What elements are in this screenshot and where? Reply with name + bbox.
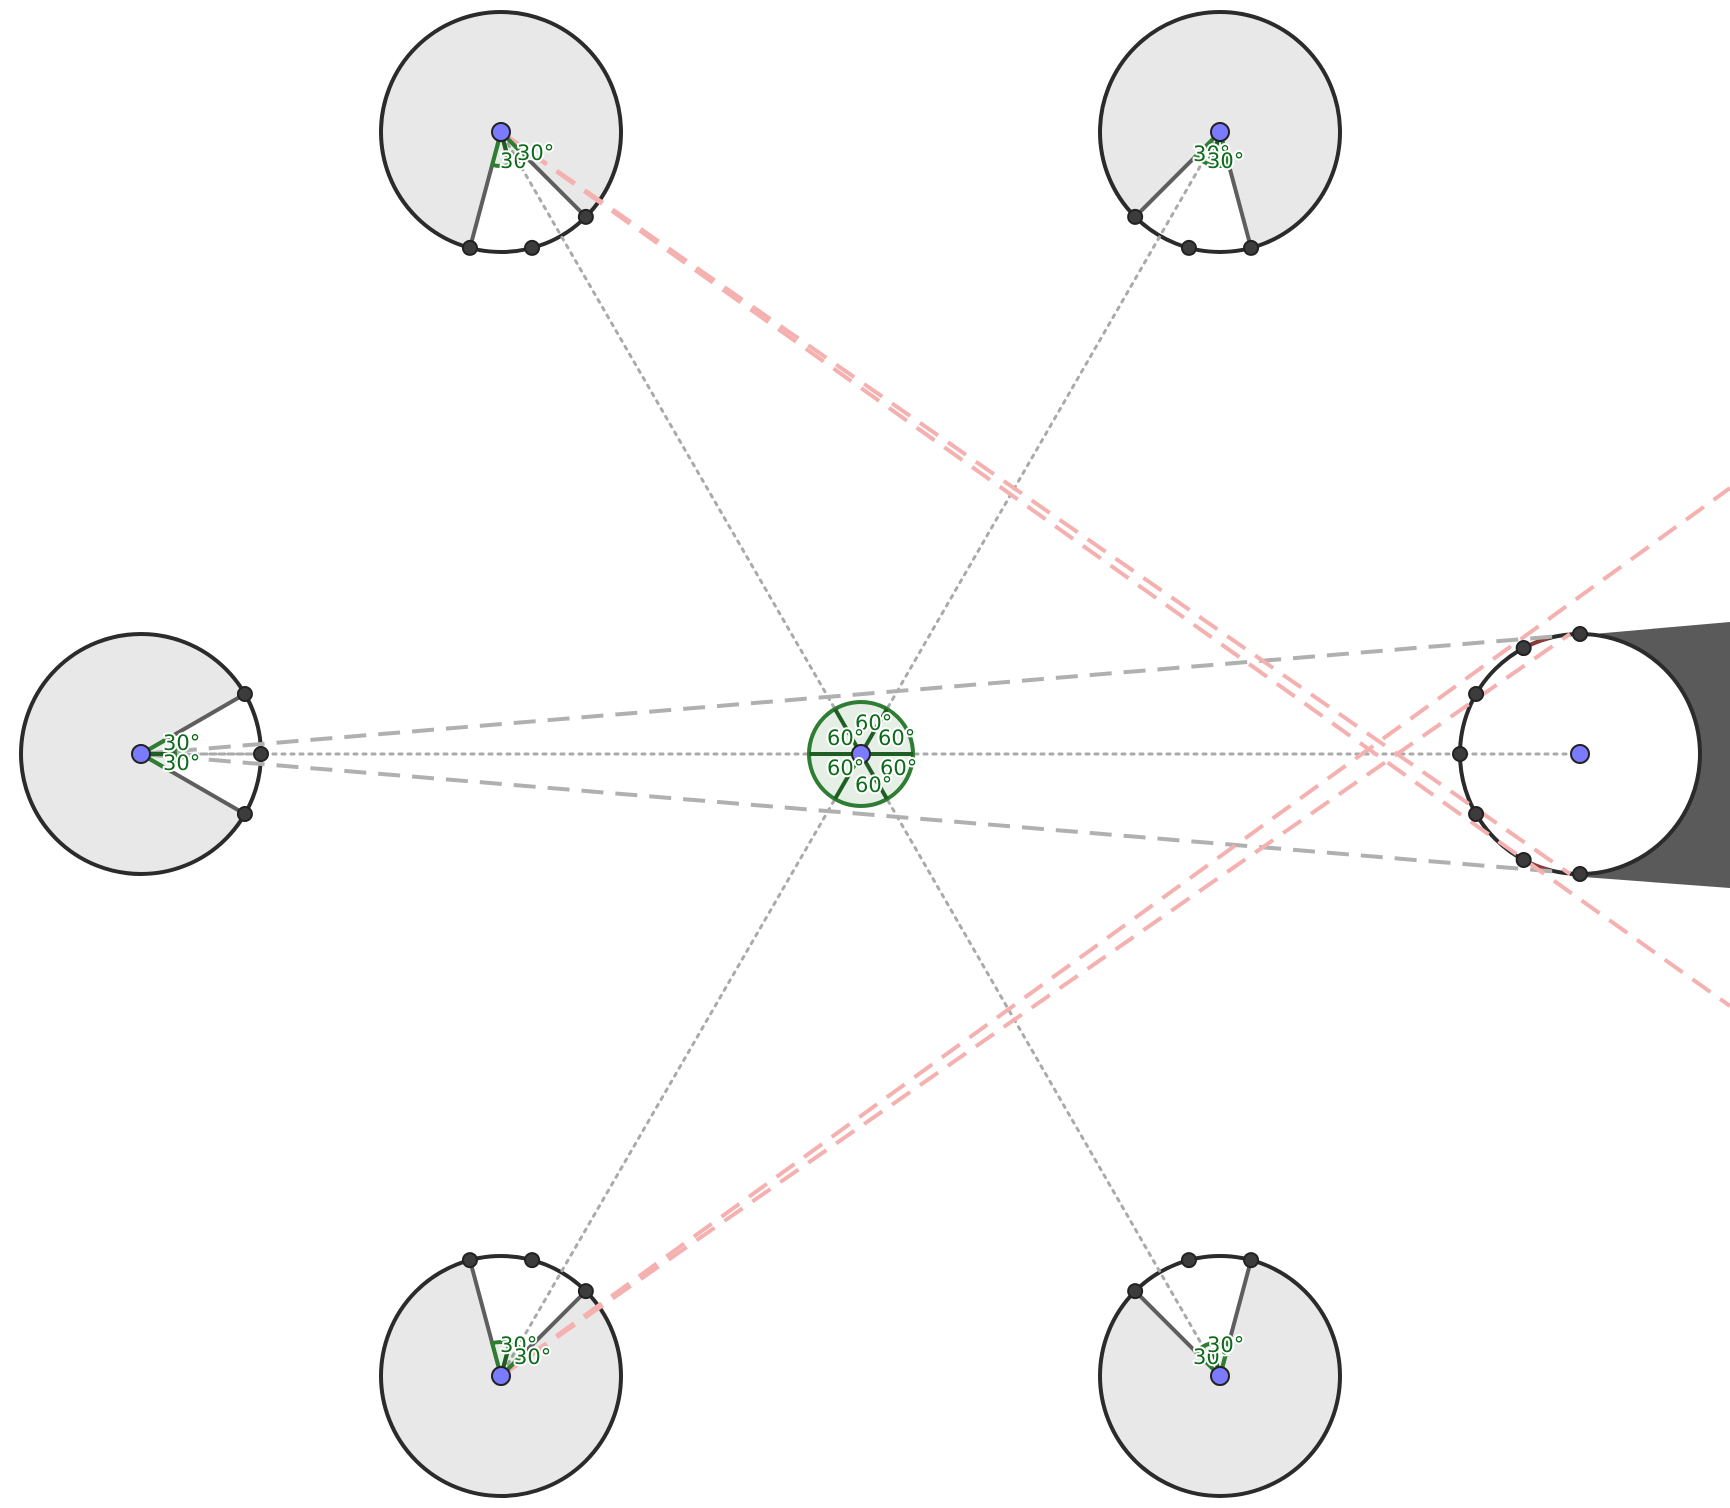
dotted-line-top-right (859, 130, 1222, 756)
points-layer (131, 122, 1590, 1386)
edge-point-a-left (236, 686, 253, 702)
angle-label-left-2: 30° (163, 751, 200, 775)
center-point-left (131, 744, 151, 764)
angle-label-top-left-1: 30° (500, 149, 537, 173)
disk-outline-bottom-left (379, 1254, 623, 1498)
edge-point-b-bottom-right (1243, 1252, 1260, 1269)
edge-point-mid-top-right (1180, 239, 1197, 256)
center-point-target (1570, 744, 1590, 764)
disk-outline-top-left (379, 10, 623, 254)
angle-label-top-left-2: 30° (517, 141, 554, 165)
dotted-line-bottom-left (499, 752, 863, 1378)
target-point-5 (1515, 851, 1532, 868)
center-point-top-right (1210, 122, 1230, 142)
angle-label-center-bottom-right: 60° (880, 756, 917, 780)
edge-point-mid-bottom-right (1180, 1252, 1197, 1269)
target-point-6 (1572, 866, 1588, 882)
red-dashed-line-3 (499, 486, 1730, 1378)
edge-point-mid-bottom-left (524, 1252, 541, 1269)
edge-point-a-top-left (577, 208, 594, 225)
edge-point-mid-top-left (524, 239, 541, 256)
edge-point-b-top-right (1127, 208, 1144, 225)
target-point-1 (1515, 640, 1532, 657)
target-point-2 (1468, 686, 1485, 702)
dotted-line-top-left (499, 130, 863, 756)
angle-label-bottom-right-2: 30° (1207, 1333, 1244, 1357)
center-point-bottom-left (491, 1366, 511, 1386)
edge-point-a-bottom-right (1127, 1283, 1144, 1300)
construction-lines-layer (139, 130, 1730, 1378)
center-point-top-left (491, 122, 511, 142)
angle-label-bottom-right-1: 30° (1193, 1345, 1230, 1369)
target-point-0 (1572, 626, 1588, 642)
edge-point-b-left (236, 806, 253, 822)
target-point-4 (1468, 806, 1485, 822)
angle-label-center-top-right: 60° (878, 726, 915, 750)
red-dashed-line-1 (499, 130, 1730, 1008)
edge-point-a-top-right (1243, 239, 1260, 256)
red-dashed-line-2 (499, 130, 1572, 876)
dotted-line-bottom-right (859, 752, 1222, 1378)
target-point-3 (1452, 746, 1468, 762)
angle-label-left-1: 30° (163, 731, 200, 755)
center-point-main (851, 744, 871, 764)
edge-point-mid-left (253, 746, 269, 762)
edge-point-b-bottom-left (577, 1283, 594, 1300)
angle-labels-layer: 30°30°30°30°30°30°30°30°30°30°60°60°60°6… (161, 139, 1246, 1371)
angle-label-center-top: 60° (855, 711, 892, 735)
angle-label-top-right-1: 30° (1193, 142, 1230, 166)
edge-point-b-top-left (461, 239, 478, 256)
angle-label-center-bottom-left: 60° (827, 756, 864, 780)
edge-point-a-bottom-left (461, 1252, 478, 1269)
red-dashed-line-4 (499, 632, 1572, 1378)
disk-outline-top-right (1098, 10, 1342, 254)
angle-label-bottom-left-2: 30° (514, 1345, 551, 1369)
angle-label-top-right-2: 30° (1207, 149, 1244, 173)
center-point-bottom-right (1210, 1366, 1230, 1386)
angle-label-center-bottom: 60° (855, 773, 892, 797)
angle-label-bottom-left-1: 30° (500, 1333, 537, 1357)
disk-outline-bottom-right (1098, 1254, 1342, 1498)
angle-label-center-top-left: 60° (827, 726, 864, 750)
